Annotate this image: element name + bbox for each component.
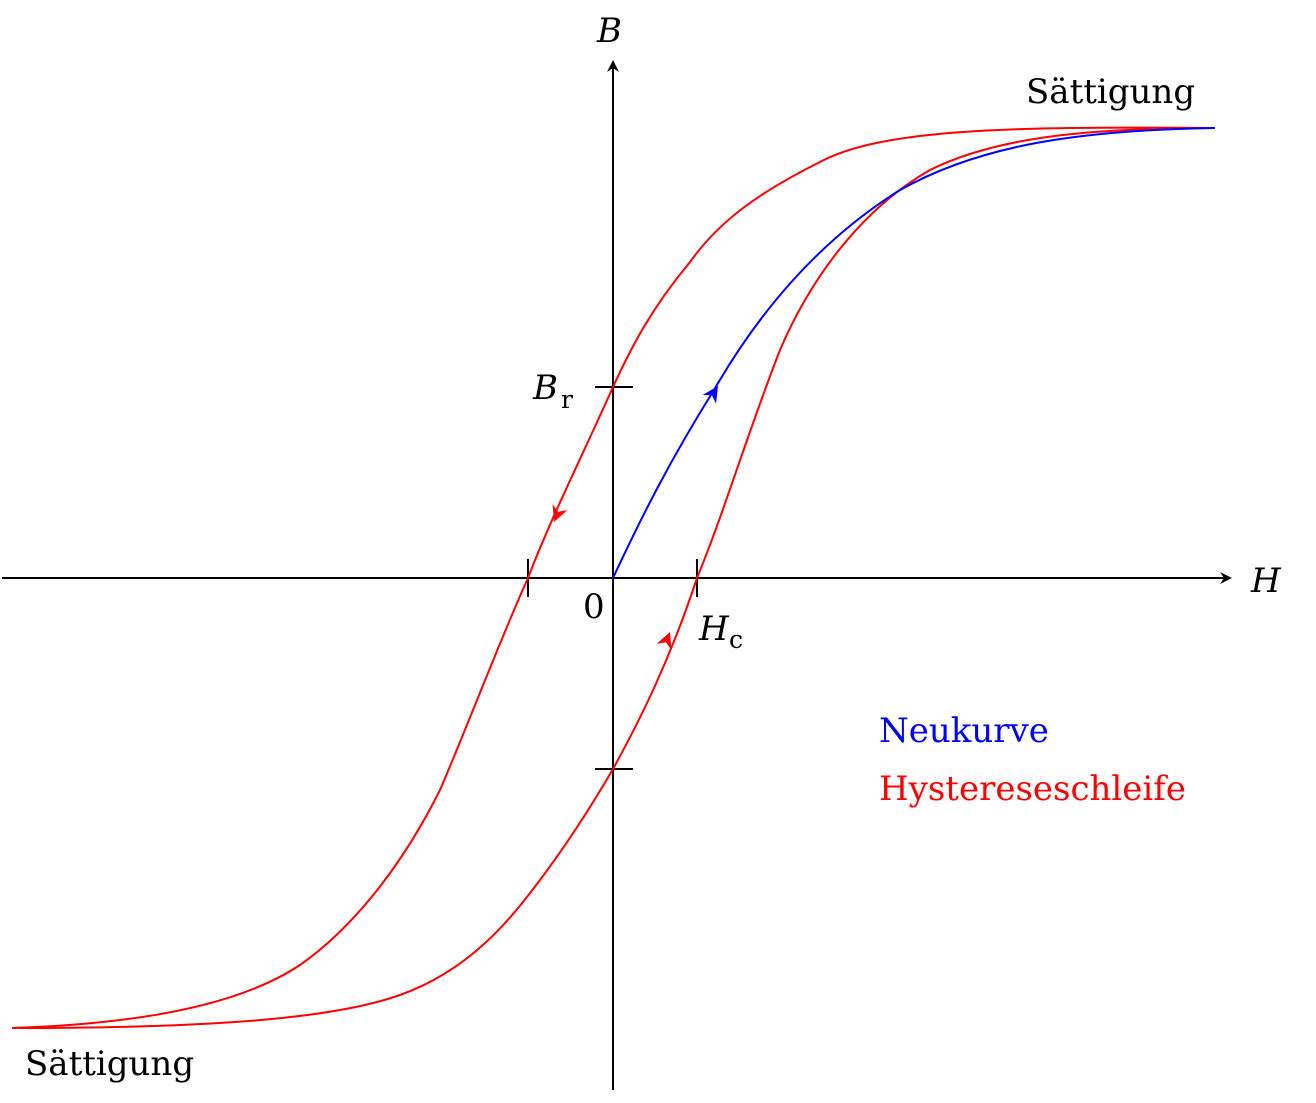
b-axis-label: B bbox=[596, 11, 622, 51]
lower-branch-arrow-icon bbox=[656, 632, 672, 650]
saturation-bottom-label: Sättigung bbox=[25, 1044, 194, 1084]
neukurve-curve bbox=[612, 127, 1216, 579]
legend-hysteresis: Hystereseschleife bbox=[879, 769, 1186, 809]
h-axis-label: H bbox=[1250, 561, 1282, 601]
upper-branch-arrow-icon bbox=[552, 504, 568, 522]
hc-label-subscript: c bbox=[729, 625, 743, 654]
saturation-top-label: Sättigung bbox=[1026, 72, 1195, 112]
br-label-subscript: r bbox=[561, 385, 573, 414]
hysteresis-lower-branch bbox=[11, 127, 1216, 1029]
hysteresis-upper-branch bbox=[11, 126, 1216, 1029]
br-label: B bbox=[532, 368, 558, 408]
hc-label: H bbox=[698, 609, 730, 649]
origin-label: 0 bbox=[583, 587, 605, 627]
neukurve-arrow-icon bbox=[702, 386, 718, 404]
legend-neukurve: Neukurve bbox=[879, 711, 1049, 751]
